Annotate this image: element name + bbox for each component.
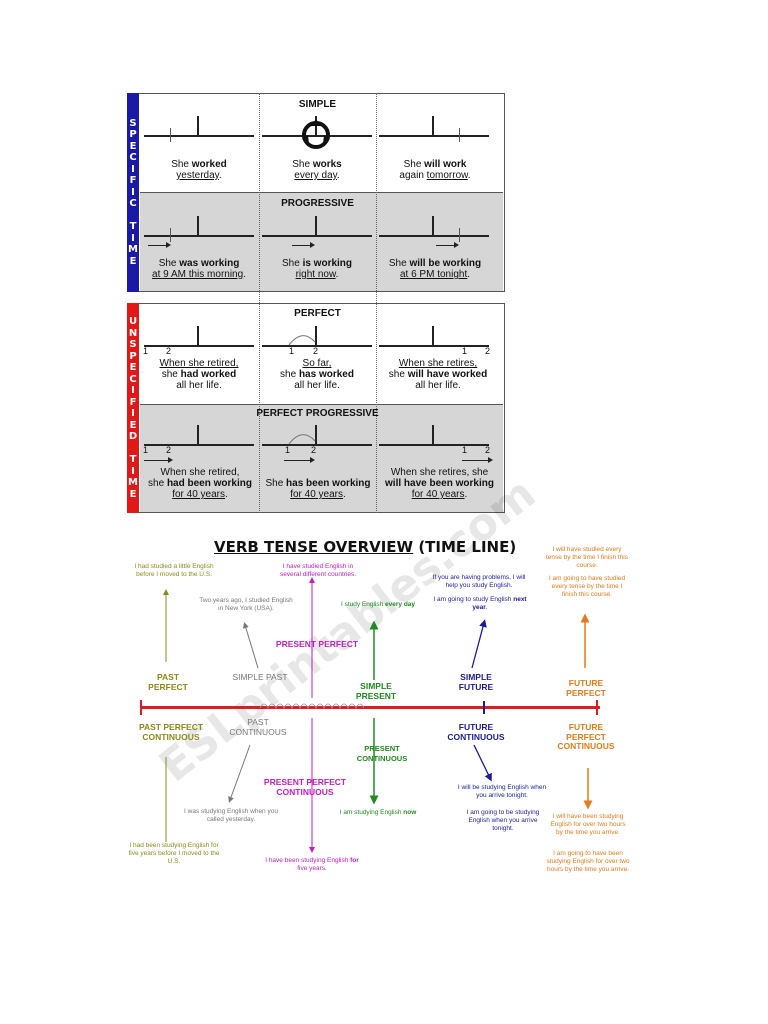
simple-present-caption: She works every day.: [292, 159, 342, 181]
past-perfect-continuous-label: PAST PERFECT CONTINUOUS: [138, 722, 204, 742]
future-perfect-label: FUTURE PERFECT: [566, 678, 606, 698]
vertical-letter: F: [129, 396, 137, 408]
perfect-progressive-label: PERFECT PROGRESSIVE: [256, 408, 379, 419]
simple-label: SIMPLE: [298, 99, 337, 110]
past-perfect-label: PAST PERFECT: [148, 672, 188, 692]
future-perfect-continuous-example-2: I am going to have been studying English…: [546, 850, 630, 873]
main-timeline: [140, 706, 600, 709]
perfect-future-caption: When she retires, she will have worked a…: [388, 358, 488, 391]
progressive-band: [140, 192, 503, 291]
vertical-letter: M: [128, 477, 138, 488]
perfect-progressive-past-caption: When she retired, she had been working f…: [148, 467, 252, 500]
vertical-letter: E: [129, 419, 137, 431]
simple-future-example-2: I am going to study English next year.: [433, 596, 527, 611]
present-perfect-continuous-example: I have been studying English for five ye…: [265, 857, 359, 872]
future-continuous-example-2: I am going to be studying English when y…: [466, 809, 540, 832]
point-2: 2: [166, 346, 172, 356]
vertical-letter: T: [129, 221, 137, 233]
vertical-letter: C: [129, 152, 137, 164]
vertical-letter: I: [131, 163, 135, 175]
simple-present-example: I study English every day: [340, 601, 416, 608]
vertical-letter: E: [129, 362, 137, 373]
future-perfect-continuous-example-1: I will have been studying English for ov…: [550, 813, 626, 836]
vertical-letter: F: [129, 175, 137, 187]
vertical-letter: S: [129, 339, 137, 350]
progressive-future-caption: She will be working at 6 PM tonight.: [388, 258, 482, 280]
past-continuous-example: I was studying English when you called y…: [184, 808, 278, 823]
vertical-letter: I: [131, 465, 135, 477]
vertical-letter: E: [129, 488, 137, 500]
perfect-label: PERFECT: [294, 308, 341, 319]
simple-future-example-1: If you are having problems, I will help …: [432, 574, 526, 589]
vertical-letter: M: [128, 244, 138, 256]
vertical-letter: I: [131, 408, 135, 419]
future-perfect-example-2: I am going to have studied every tense b…: [548, 575, 626, 598]
vertical-letter: S: [129, 117, 137, 129]
perfect-past-caption: When she retired, she had worked all her…: [159, 358, 239, 391]
vertical-letter: C: [129, 373, 137, 385]
future-continuous-label: FUTURE CONTINUOUS: [447, 722, 505, 742]
present-perfect-label: PRESENT PERFECT: [275, 639, 359, 649]
perfect-progressive-band: [140, 404, 503, 512]
progressive-past-caption: She was working at 9 AM this morning.: [152, 258, 246, 280]
past-perfect-example: I had studied a little English before I …: [134, 563, 214, 578]
point-1: 1: [143, 346, 149, 356]
simple-future-caption: She will work again tomorrow.: [399, 159, 471, 181]
vertical-letter: E: [129, 255, 137, 267]
future-continuous-example-1: I will be studying English when you arri…: [457, 784, 547, 799]
present-perfect-continuous-label: PRESENT PERFECT CONTINUOUS: [263, 777, 347, 797]
simple-present-label: SIMPLE PRESENT: [355, 681, 397, 701]
vertical-letter: I: [131, 186, 135, 198]
vertical-letter: D: [128, 431, 138, 442]
perfect-present-caption: So far, she has worked all her life.: [280, 358, 354, 391]
vertical-letter: T: [129, 454, 137, 465]
past-perfect-continuous-example: I had been studying English for five yea…: [128, 842, 220, 865]
vertical-letter: P: [129, 350, 137, 362]
vertical-letter: U: [128, 316, 138, 327]
future-perfect-example-1: I will have studied every tense by the t…: [545, 546, 628, 569]
progressive-label: PROGRESSIVE: [281, 198, 354, 209]
simple-past-caption: She worked yesterday.: [171, 159, 227, 181]
future-perfect-continuous-label: FUTURE PERFECT CONTINUOUS: [557, 722, 615, 751]
vertical-letter: N: [128, 327, 138, 339]
perfect-progressive-present-caption: She has been working for 40 years.: [265, 478, 371, 500]
simple-future-label: SIMPLE FUTURE: [458, 672, 494, 692]
simple-past-example: Two years ago, I studied English in New …: [199, 597, 293, 612]
vertical-letter: C: [129, 198, 137, 210]
vertical-letter: P: [129, 129, 137, 141]
timeline-title: VERB TENSE OVERVIEW (TIME LINE): [214, 538, 517, 556]
past-continuous-label: PAST CONTINUOUS: [229, 717, 287, 737]
vertical-letter: I: [131, 232, 135, 244]
present-perfect-example: I have studied English in several differ…: [279, 563, 357, 578]
present-continuous-label: PRESENT CONTINUOUS: [356, 744, 408, 763]
vertical-letter: I: [131, 385, 135, 396]
vertical-letter: E: [129, 140, 137, 152]
present-continuous-example: I am studying English now: [339, 809, 417, 816]
perfect-progressive-future-caption: When she retires, she will have been wor…: [385, 467, 494, 500]
simple-past-label: SIMPLE PAST: [232, 672, 288, 682]
progressive-present-caption: She is working right now.: [281, 258, 353, 280]
cycle-icon: [302, 119, 330, 149]
